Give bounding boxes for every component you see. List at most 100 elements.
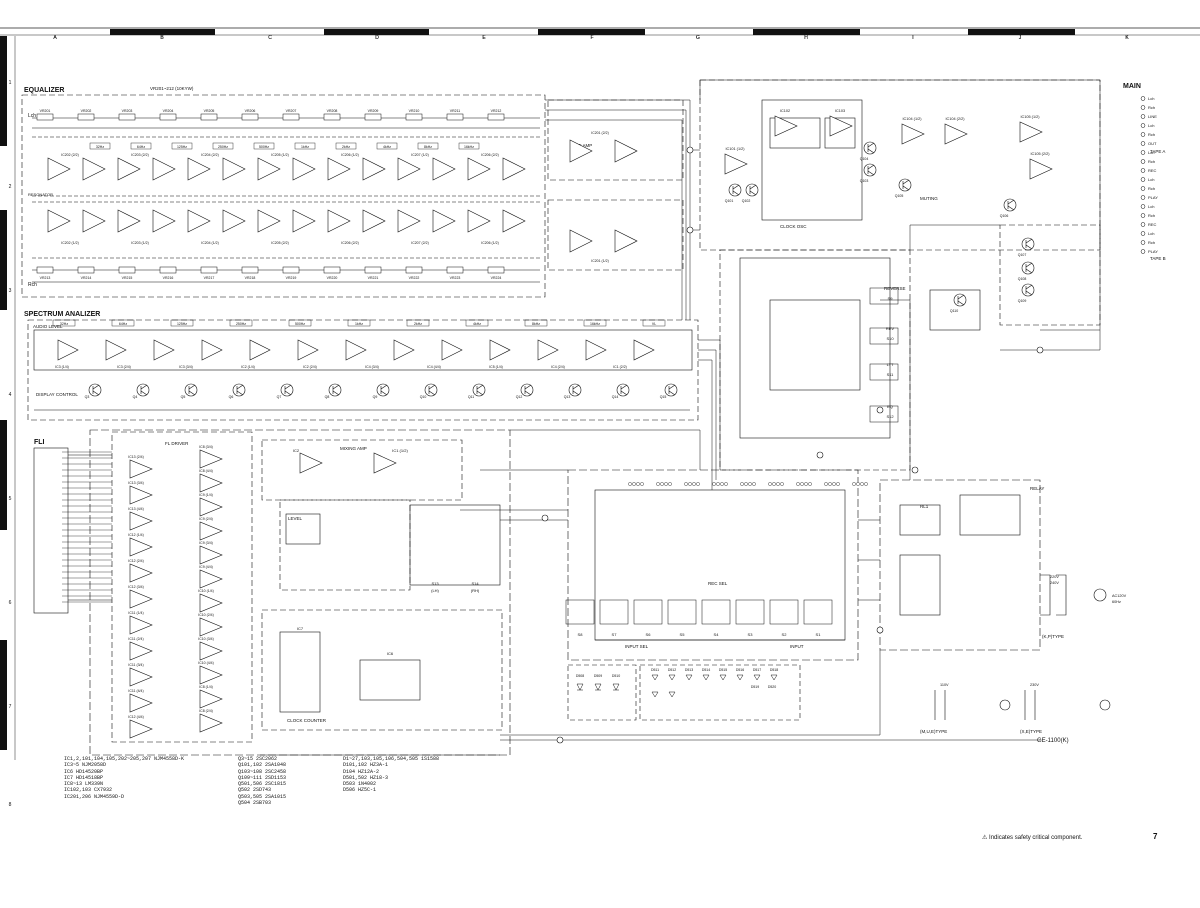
column-letter: F [590, 35, 593, 41]
pin-circle [804, 482, 808, 486]
ic-label: IC104 (2/2) [946, 117, 966, 121]
opamp-symbol [249, 339, 271, 361]
ic-label: IC8 (3/4) [199, 445, 213, 449]
jack-label: PLAY [1148, 195, 1158, 200]
ic-label: IC11 (4/4) [128, 689, 143, 693]
ic-label: IC11 (2/4) [128, 637, 143, 641]
band-box [583, 319, 607, 327]
jack-label: Rch [1148, 159, 1155, 164]
jack-terminal [1140, 159, 1146, 164]
diode-symbol [770, 674, 778, 681]
vr-label: VR211 [450, 109, 460, 113]
opamp-symbol [467, 209, 491, 233]
comparator-symbol [129, 485, 153, 505]
parts-line: Q101,102 2SA1048 [238, 762, 287, 769]
band-box [52, 319, 76, 327]
vr-note: VR201~212 (10KYW) [150, 86, 194, 91]
jack-terminal [1140, 222, 1146, 227]
resonator-label: RESONATOR [28, 192, 53, 197]
opamp-symbol [633, 339, 655, 361]
comparator-symbol [129, 459, 153, 479]
pin-circle [836, 482, 840, 486]
freq-label: 32Hz [96, 145, 104, 149]
reverse-label: REVERSE [884, 286, 906, 291]
voltage-label: 220V [1050, 575, 1059, 579]
selector-switch [599, 599, 629, 625]
fl-block [33, 429, 511, 756]
freq-box [89, 142, 111, 150]
opamp-symbol [292, 157, 316, 181]
band-label: 250Hz [236, 322, 246, 326]
diode-label: D520 [768, 685, 776, 689]
jack-label: Lch [1148, 177, 1154, 182]
connector-node [816, 451, 824, 459]
parts-line: IC201,206 NJM4559D-D [64, 793, 125, 800]
jack-terminal [1140, 123, 1146, 128]
io-group-label: TAPE A [1150, 149, 1165, 154]
column-letter: K [1125, 35, 1129, 41]
opamp-symbol [614, 229, 638, 253]
band-label: 500Hz [295, 322, 305, 326]
opamp-symbol [57, 339, 79, 361]
potentiometer [487, 266, 505, 274]
switch-label: S3 [748, 632, 754, 637]
freq-box [130, 142, 152, 150]
jack-label: Rch [1148, 186, 1155, 191]
ic-label: IC3 (3/4) [179, 365, 193, 369]
ic-label: IC201 (1/2) [591, 259, 609, 263]
jack-terminal [1140, 195, 1146, 200]
switch-name: EQ [887, 404, 893, 409]
comparator-symbol [129, 641, 153, 661]
jack-terminal [1140, 150, 1146, 155]
comparator-symbol [199, 689, 223, 709]
jack-label: Rch [1148, 213, 1155, 218]
ic-label: IC105 (1/2) [1021, 115, 1041, 119]
ic-label: IC8 (1/4) [199, 685, 213, 689]
transistor-symbol [88, 383, 102, 397]
vr-label: VR215 [122, 276, 133, 280]
ic-label: IC204 (2/2) [201, 153, 219, 157]
ic-label: IC3 (2/4) [117, 365, 131, 369]
diode-symbol [594, 683, 602, 691]
terminal-nodes [541, 146, 1044, 744]
switch-label: S12 [886, 414, 894, 419]
column-letter: G [696, 35, 700, 41]
band-label: 125Hz [177, 322, 187, 326]
opamp-symbol [222, 209, 246, 233]
parts-line: Q504 2SB703 [238, 800, 272, 807]
page-number: 7 [1153, 832, 1158, 841]
center-block [261, 439, 503, 731]
comparator-symbol [129, 537, 153, 557]
opamp-symbol [432, 157, 456, 181]
transistor-label: Q8 [325, 395, 330, 399]
pin-circle [748, 482, 752, 486]
eq-lch-label: Lch [28, 113, 36, 119]
column-letter: A [53, 35, 57, 41]
diode-label: D511 [651, 668, 659, 672]
opamp-symbol [117, 157, 141, 181]
band-label: VL [652, 322, 656, 326]
eq-amps-bottom: IC202 (1/2)IC203 (1/2)IC204 (1/2)IC205 (… [47, 209, 526, 245]
selector-switch [633, 599, 663, 625]
rec-sel-label: REC SEL [708, 581, 728, 586]
potentiometer [282, 113, 300, 121]
diode-label: D512 [668, 668, 676, 672]
diode-label: D517 [753, 668, 761, 672]
switch-label: S9 [888, 296, 894, 301]
jack-label: Rch [1148, 105, 1155, 110]
band-label: 4kHz [473, 322, 481, 326]
parts-list-ics: IC1,2,101,104,105,202~205,207 NJM4558D-K… [64, 756, 184, 800]
opamp-symbol [201, 339, 223, 361]
ic-label: IC102 [780, 109, 790, 113]
comparator-symbol [199, 641, 223, 661]
switch-box [869, 363, 899, 381]
type-xe-label: (X,E)TYPE [1020, 729, 1042, 734]
vr-label: VR209 [368, 109, 379, 113]
opamp-symbol [327, 209, 351, 233]
ic-label: IC1 (2/2) [613, 365, 627, 369]
opamp-symbol [432, 209, 456, 233]
transistor-label: Q102 [742, 199, 751, 203]
